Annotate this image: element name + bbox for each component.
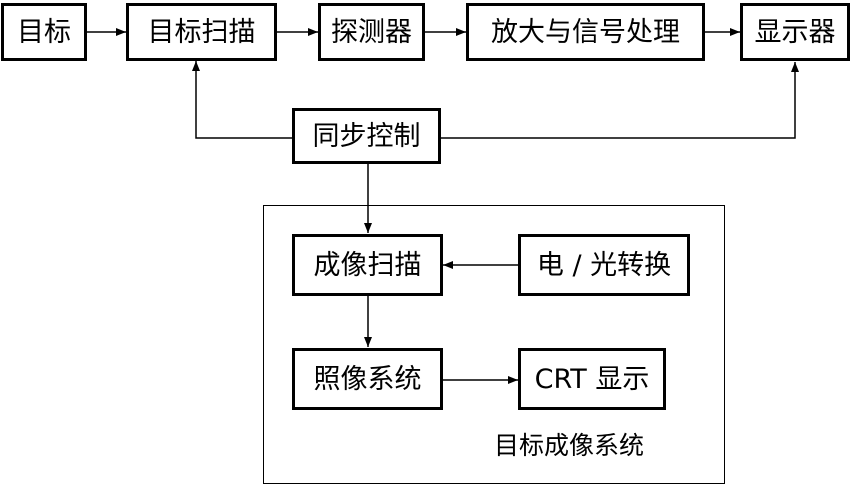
arrow-sync-to-display <box>441 62 799 139</box>
node-display: 显示器 <box>740 3 850 61</box>
target-imaging-system-label: 目标成像系统 <box>494 431 645 460</box>
target-imaging-system-group <box>263 205 725 484</box>
node-target-scan: 目标扫描 <box>126 3 277 61</box>
node-target: 目标 <box>1 3 87 61</box>
node-amplify-signal-processing: 放大与信号处理 <box>466 3 705 61</box>
arrow-sync-to-target-scan <box>192 61 292 139</box>
node-sync-control: 同步控制 <box>292 108 441 164</box>
node-crt-display: CRT 显示 <box>518 348 666 410</box>
node-camera-system: 照像系统 <box>292 348 443 410</box>
node-imaging-scan: 成像扫描 <box>292 234 443 296</box>
node-detector: 探测器 <box>318 3 425 61</box>
node-eo-conversion: 电 / 光转换 <box>518 234 690 296</box>
